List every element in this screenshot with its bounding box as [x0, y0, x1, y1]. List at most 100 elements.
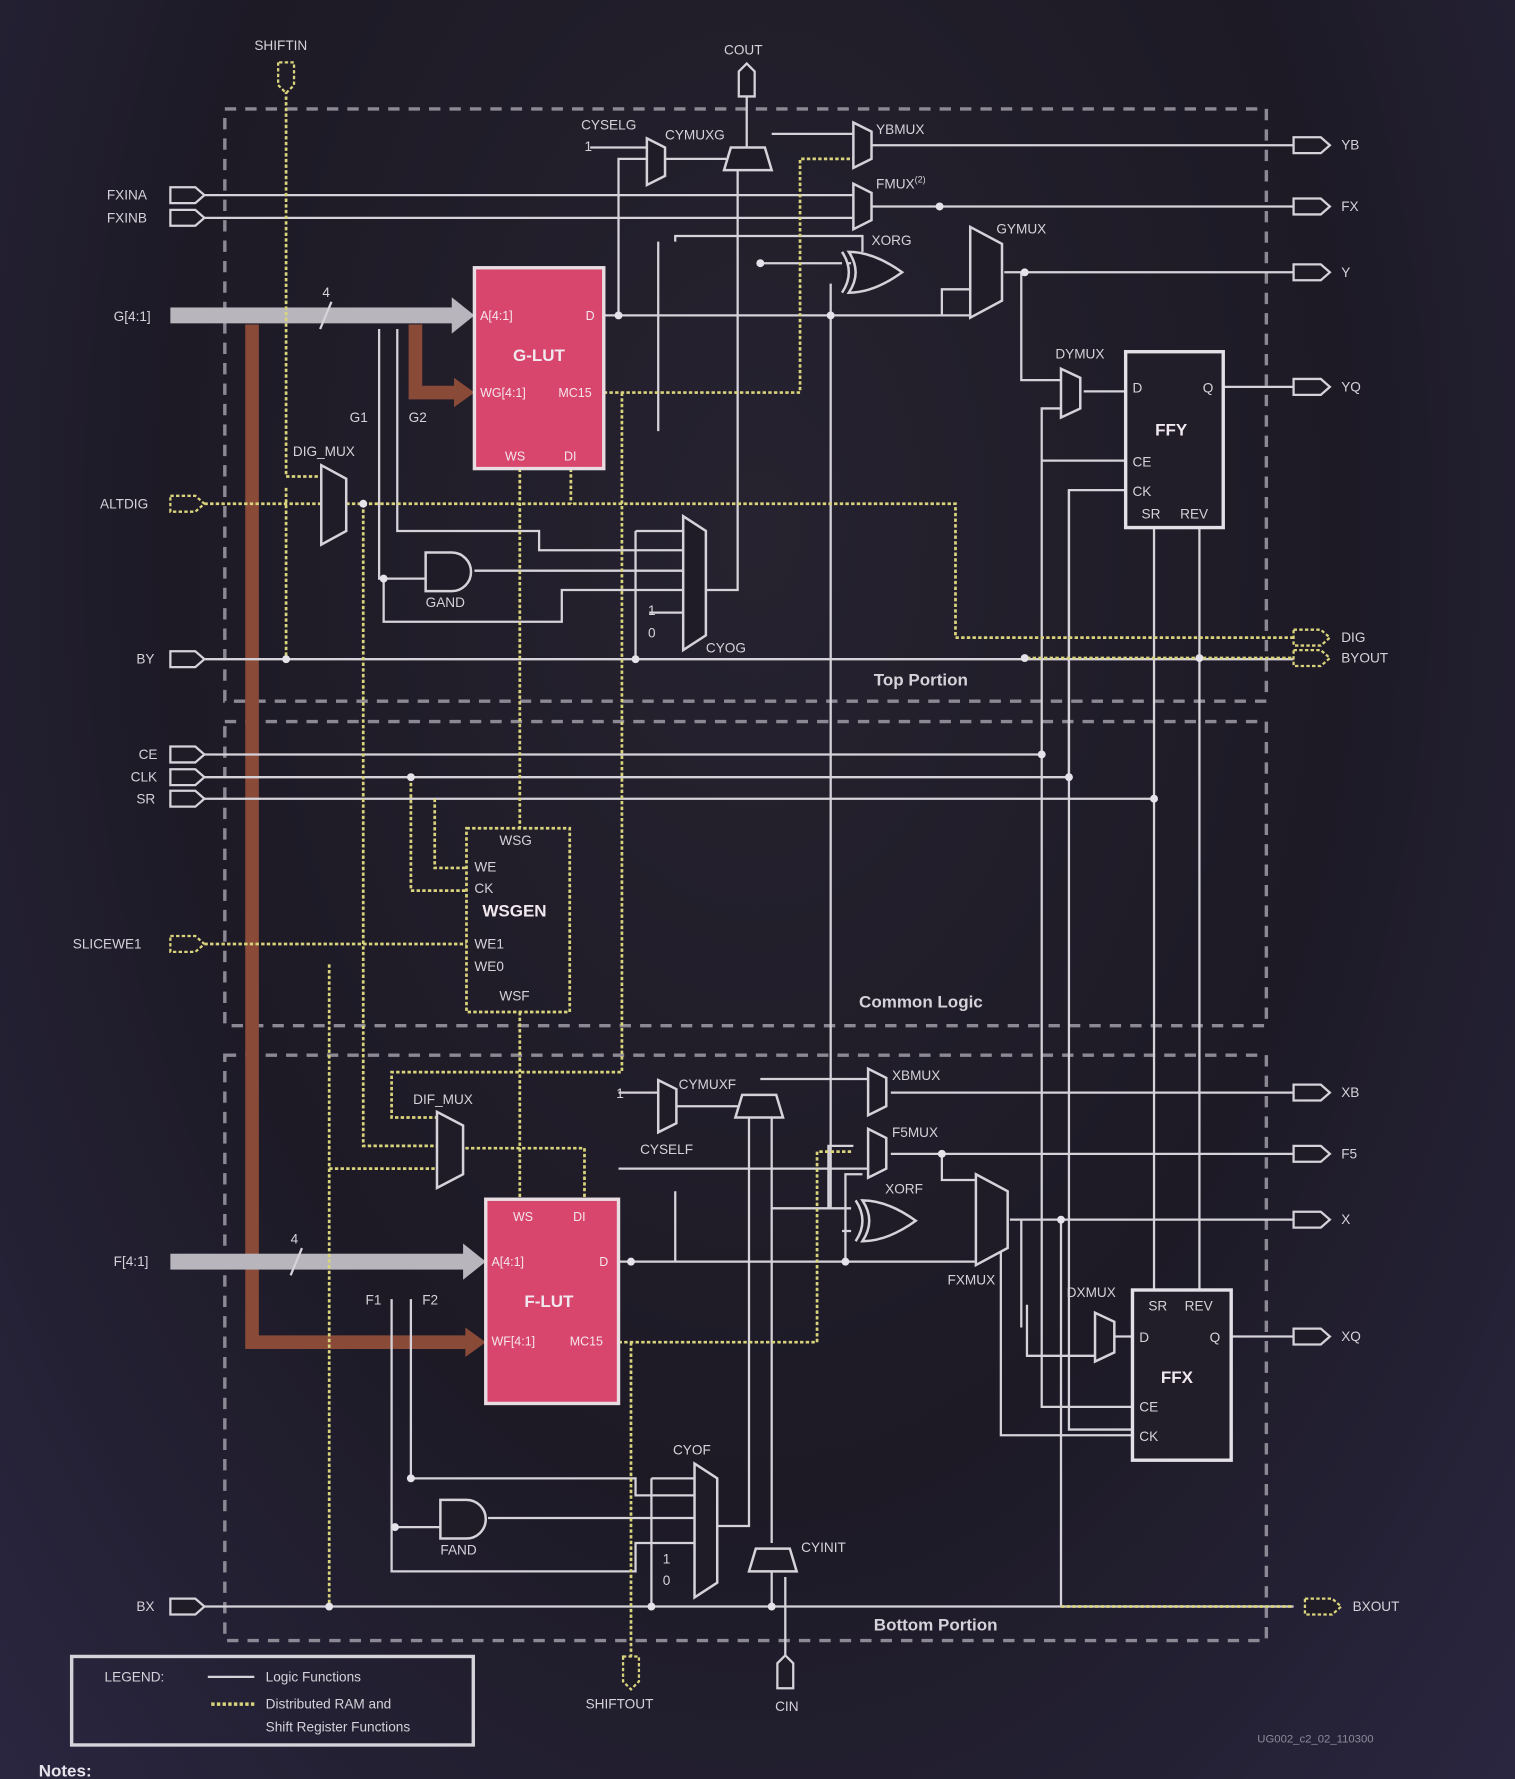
y-label: Y — [1341, 265, 1350, 280]
g-lut-wg: WG[4:1] — [480, 386, 526, 400]
dig-mux-label: DIG_MUX — [293, 444, 355, 459]
xorf-gate — [854, 1199, 918, 1243]
ybmux-mux — [852, 120, 873, 170]
f-bus — [170, 1243, 486, 1280]
wsgen-title: WSGEN — [482, 902, 546, 921]
dig-label: DIG — [1341, 630, 1365, 645]
ffx-rev: REV — [1185, 1298, 1214, 1313]
f-lut-wf: WF[4:1] — [491, 1335, 535, 1349]
f-input-label: F[4:1] — [114, 1254, 149, 1269]
cyinit-mux — [747, 1547, 799, 1573]
legend-ram-line1: Distributed RAM and — [266, 1697, 392, 1712]
gand-gate — [424, 551, 473, 593]
wsgen-we1: WE1 — [474, 936, 504, 951]
gymux-mux — [968, 224, 1004, 320]
cyog-label: CYOG — [706, 640, 746, 655]
cyof-zero: 0 — [663, 1573, 671, 1588]
slicewe1-label: SLICEWE1 — [73, 936, 142, 951]
ffy-ce: CE — [1132, 454, 1151, 469]
dymux-label: DYMUX — [1055, 347, 1104, 362]
legend-title: LEGEND: — [105, 1669, 165, 1684]
altdig-label: ALTDIG — [100, 496, 148, 511]
shiftin-label: SHIFTIN — [254, 38, 307, 53]
yb-label: YB — [1341, 138, 1359, 153]
bxout-label: BXOUT — [1353, 1599, 1400, 1614]
bottom-portion-box — [223, 1053, 1269, 1643]
cyog-mux — [681, 513, 708, 653]
fmux-note: (2) — [915, 175, 926, 185]
dif-mux — [435, 1109, 465, 1190]
ffy-d: D — [1132, 381, 1142, 396]
top-portion-box — [223, 107, 1269, 703]
top-portion-title: Top Portion — [874, 670, 968, 689]
wsgen-wsg: WSG — [499, 833, 532, 848]
wsgen-we: WE — [474, 859, 496, 874]
ffy-sr: SR — [1142, 506, 1161, 521]
muxes — [320, 120, 1116, 1600]
common-logic-box — [223, 719, 1269, 1028]
f5mux-mux — [866, 1126, 888, 1180]
cyof-label: CYOF — [673, 1443, 711, 1458]
xq-label: XQ — [1341, 1329, 1361, 1344]
f-bus-width: 4 — [291, 1231, 299, 1246]
ffx-sr: SR — [1148, 1298, 1167, 1313]
xorg-label: XORG — [872, 233, 912, 248]
ffx-title: FFX — [1161, 1368, 1194, 1387]
byout-label: BYOUT — [1341, 651, 1388, 666]
ffy-q: Q — [1203, 381, 1214, 396]
ce-label: CE — [139, 747, 158, 762]
bx-label: BX — [136, 1599, 154, 1614]
cyselg-mux — [645, 136, 667, 187]
junction-dots — [282, 202, 1204, 1611]
fand-label: FAND — [440, 1542, 476, 1557]
cymuxg-mux — [722, 146, 774, 172]
by-label: BY — [136, 652, 154, 667]
cyog-zero: 0 — [648, 626, 656, 641]
f2-label: F2 — [422, 1293, 438, 1308]
fx-label: FX — [1341, 199, 1358, 214]
cyself-label: CYSELF — [640, 1142, 693, 1157]
xorf-label: XORF — [885, 1182, 923, 1197]
wsgen-we0: WE0 — [474, 959, 504, 974]
cyog-one: 1 — [648, 603, 656, 618]
g-lut-mc15: MC15 — [558, 386, 591, 400]
g-lut — [472, 266, 606, 471]
cout-label: COUT — [724, 42, 763, 57]
legend-ram-line2: Shift Register Functions — [266, 1719, 411, 1734]
dig-mux — [320, 463, 348, 547]
shiftout-label: SHIFTOUT — [586, 1697, 654, 1712]
f5mux-label: F5MUX — [892, 1125, 938, 1140]
g-lut-ws: WS — [505, 450, 525, 464]
fand-gate — [439, 1498, 487, 1540]
f-lut-di: DI — [573, 1210, 585, 1224]
g-bus-width: 4 — [322, 285, 330, 300]
g-bus — [170, 297, 475, 334]
wsgen-ck: CK — [474, 881, 493, 896]
yq-label: YQ — [1341, 379, 1361, 394]
ffy-rev: REV — [1180, 506, 1209, 521]
cin-label: CIN — [775, 1699, 798, 1714]
wg-bus — [245, 324, 486, 1357]
cyinit-label: CYINIT — [801, 1540, 846, 1555]
ffy-title: FFY — [1155, 421, 1188, 440]
fxmux-mux — [974, 1172, 1009, 1268]
g1-label: G1 — [350, 410, 368, 425]
notes-heading: Notes: — [39, 1762, 92, 1779]
dif-mux-label: DIF_MUX — [413, 1092, 473, 1107]
xbmux-label: XBMUX — [892, 1068, 940, 1083]
fxinb-label: FXINB — [107, 210, 147, 225]
cyselg-one: 1 — [584, 139, 592, 154]
ybmux-label: YBMUX — [876, 122, 924, 137]
f-lut — [484, 1197, 621, 1406]
cyof-one: 1 — [663, 1551, 671, 1566]
f1-label: F1 — [366, 1293, 382, 1308]
f-lut-d: D — [599, 1255, 608, 1269]
bottom-portion-title: Bottom Portion — [874, 1615, 998, 1634]
gand-label: GAND — [426, 595, 465, 610]
f-lut-ws: WS — [513, 1210, 533, 1224]
dxmux-label: DXMUX — [1067, 1285, 1116, 1300]
logic-wires — [204, 96, 1294, 1663]
g-lut-title: G-LUT — [513, 346, 566, 365]
figure-id: UG002_c2_02_110300 — [1257, 1734, 1373, 1746]
cyof-mux — [693, 1461, 719, 1600]
